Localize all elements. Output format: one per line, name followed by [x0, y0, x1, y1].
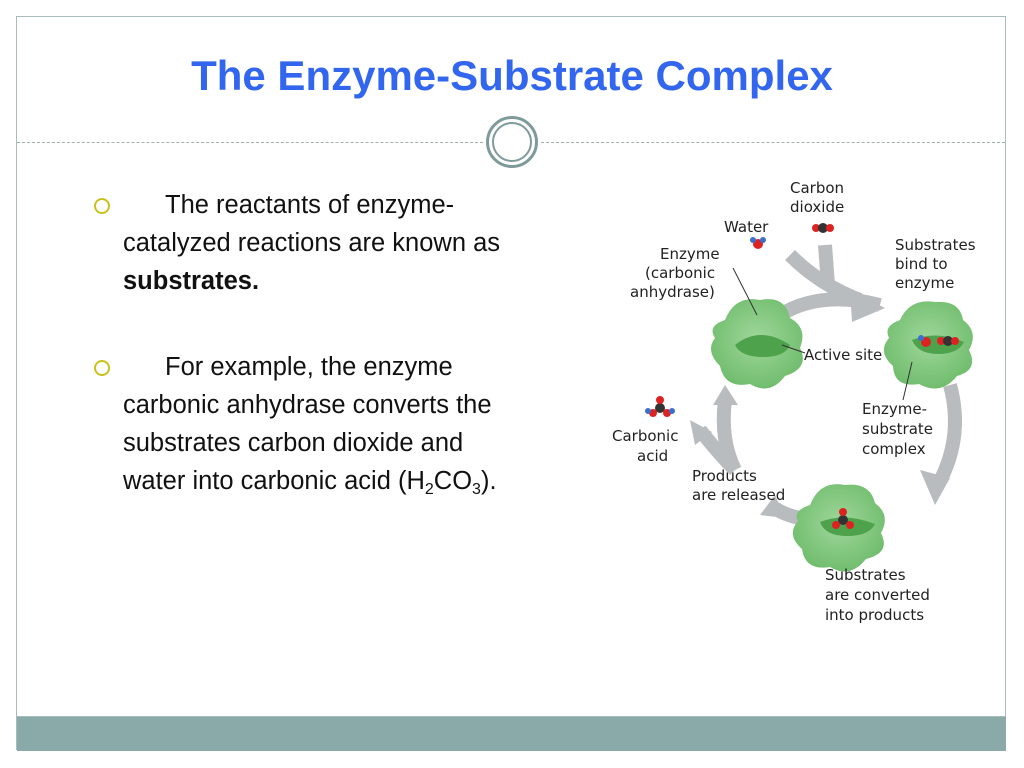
enzyme-product-icon: [792, 484, 885, 572]
co2-molecule-icon: [812, 223, 834, 233]
title-divider-right: [541, 142, 1005, 143]
label-water: Water: [724, 218, 769, 236]
label-carbonic-acid: acid: [637, 447, 668, 465]
label-products-released: Products: [692, 467, 757, 485]
bullet-bold-term: substrates.: [123, 267, 260, 295]
label-complex: complex: [862, 440, 926, 458]
title-divider-left: [17, 142, 483, 143]
label-converted: into products: [825, 606, 924, 624]
circle-bullet-icon: [94, 198, 110, 214]
label-substrates-bind: enzyme: [895, 274, 954, 292]
label-carbon-dioxide: dioxide: [790, 198, 844, 216]
bullet-text: The reactants of enzyme-catalyzed reacti…: [123, 191, 501, 257]
circle-bullet-icon: [94, 360, 110, 376]
enzyme-substrate-complex-icon: [883, 301, 973, 389]
slide-title: The Enzyme-Substrate Complex: [191, 52, 833, 99]
bullet-list: The reactants of enzyme-catalyzed reacti…: [92, 186, 532, 548]
label-complex: Enzyme-: [862, 400, 927, 418]
bullet-text: For example, the enzyme carbonic anhydra…: [123, 353, 492, 495]
label-carbon-dioxide: Carbon: [790, 179, 844, 197]
label-enzyme: Enzyme: [660, 245, 720, 263]
bullet-item-substrates: The reactants of enzyme-catalyzed reacti…: [92, 186, 532, 300]
label-substrates-bind: bind to: [895, 255, 948, 273]
label-enzyme: anhydrase): [630, 283, 715, 301]
label-carbonic-acid: Carbonic: [612, 427, 678, 445]
footer-bar: [17, 716, 1006, 751]
label-substrates-bind: Substrates: [895, 236, 976, 254]
label-converted: Substrates: [825, 566, 906, 584]
bullet-item-example: For example, the enzyme carbonic anhydra…: [92, 348, 532, 500]
label-active-site: Active site: [804, 346, 882, 364]
label-converted: are converted: [825, 586, 930, 604]
water-molecule-icon: [750, 237, 766, 249]
enzyme-free-icon: [711, 299, 803, 389]
subscript: 2: [424, 481, 434, 498]
enzyme-cycle-diagram: Carbon dioxide Water Enzyme (carbonic an…: [612, 179, 976, 624]
label-complex: substrate: [862, 420, 933, 438]
formula-part: CO: [433, 467, 473, 495]
subscript: 3: [472, 481, 481, 498]
divider-ring-ornament: [486, 116, 538, 168]
label-products-released: are released: [692, 486, 785, 504]
carbonic-acid-molecule-icon: [645, 396, 675, 417]
formula-end: ).: [480, 467, 497, 495]
label-enzyme: (carbonic: [645, 264, 715, 282]
